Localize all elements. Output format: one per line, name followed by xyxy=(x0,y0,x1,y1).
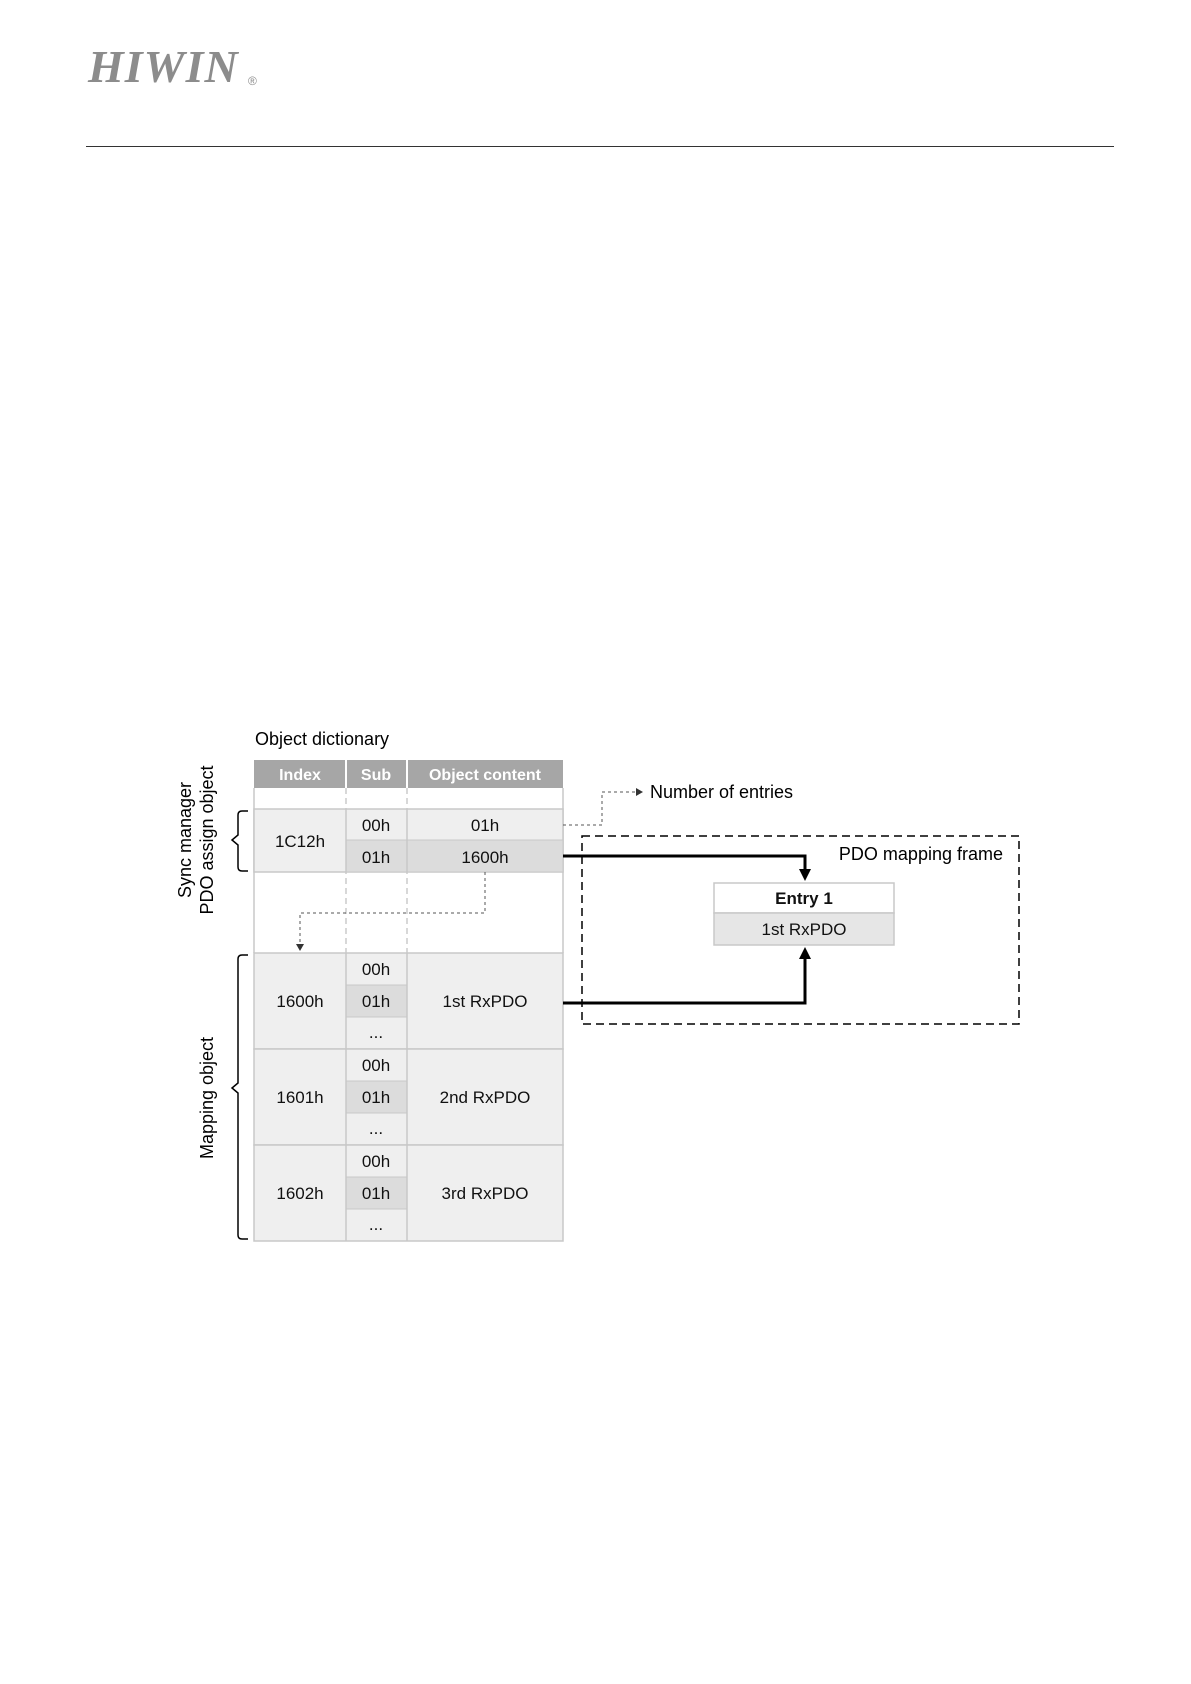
sync-brace xyxy=(232,811,248,871)
entry-box: Entry 1 1st RxPDO xyxy=(714,883,894,945)
side-label-mapping: Mapping object xyxy=(197,1037,217,1159)
index-reference-connector xyxy=(300,872,485,950)
assign-arrow xyxy=(563,856,805,875)
mapping-sub: ... xyxy=(369,1023,383,1042)
mapping-index: 1600h xyxy=(276,992,323,1011)
side-label-sync-line1: Sync manager xyxy=(175,782,195,898)
mapping-sub: 00h xyxy=(362,960,390,979)
number-of-entries-label: Number of entries xyxy=(650,782,793,802)
mapping-sub: 00h xyxy=(362,1152,390,1171)
mapping-brace xyxy=(232,955,248,1239)
sync-content-00: 01h xyxy=(471,816,499,835)
entry-title: Entry 1 xyxy=(775,889,833,908)
mapping-arrow xyxy=(563,953,805,1003)
mapping-sub: 00h xyxy=(362,1056,390,1075)
entry-value: 1st RxPDO xyxy=(761,920,846,939)
side-label-sync-line2: PDO assign object xyxy=(197,765,217,914)
sync-sub-01: 01h xyxy=(362,848,390,867)
sync-content-01: 1600h xyxy=(461,848,508,867)
mapping-content: 1st RxPDO xyxy=(442,992,527,1011)
mapping-index: 1601h xyxy=(276,1088,323,1107)
mapping-index: 1602h xyxy=(276,1184,323,1203)
sync-manager-group: 1C12h 00h 01h 01h 1600h xyxy=(254,809,563,872)
frame-title: PDO mapping frame xyxy=(839,844,1003,864)
mapping-content: 2nd RxPDO xyxy=(440,1088,531,1107)
entries-connector xyxy=(563,792,642,825)
column-header-sub: Sub xyxy=(361,767,391,784)
column-header-content: Object content xyxy=(429,767,542,784)
mapping-sub: 01h xyxy=(362,1184,390,1203)
mapping-group-1601h: 1601h 00h 01h ... 2nd RxPDO xyxy=(254,1049,563,1145)
mapping-content: 3rd RxPDO xyxy=(442,1184,529,1203)
diagram-title: Object dictionary xyxy=(255,729,389,749)
column-header-index: Index xyxy=(279,767,321,784)
sync-sub-00: 00h xyxy=(362,816,390,835)
mapping-sub: ... xyxy=(369,1119,383,1138)
mapping-sub: 01h xyxy=(362,1088,390,1107)
mapping-group-1600h: 1600h 00h 01h ... 1st RxPDO xyxy=(254,953,563,1049)
mapping-sub: 01h xyxy=(362,992,390,1011)
sync-index: 1C12h xyxy=(275,832,325,851)
mapping-sub: ... xyxy=(369,1215,383,1234)
mapping-group-1602h: 1602h 00h 01h ... 3rd RxPDO xyxy=(254,1145,563,1241)
